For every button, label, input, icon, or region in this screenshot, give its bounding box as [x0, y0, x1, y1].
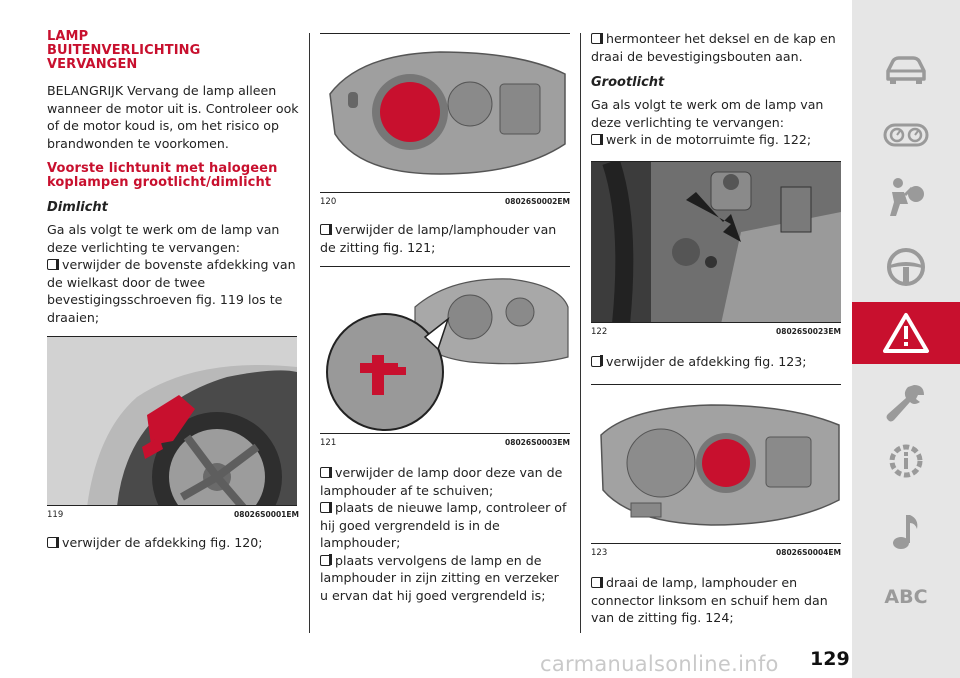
column-divider	[580, 33, 581, 633]
figure-120	[320, 33, 570, 193]
subsection-dimlicht: Dimlicht	[47, 200, 108, 215]
wrench-icon	[886, 385, 924, 422]
sidebar-item-car[interactable]	[852, 38, 960, 100]
figure-code: 08026S0003EM	[505, 438, 570, 447]
technical-data-icon	[889, 444, 923, 478]
figure-code: 08026S0002EM	[505, 197, 570, 206]
figure-119	[47, 336, 297, 506]
step-item: hermonteer het deksel en de kap en draai…	[591, 31, 836, 64]
dashboard-gauges-icon	[883, 123, 929, 147]
step-item: werk in de motorruimte fig. 122;	[591, 131, 841, 149]
checkbox-bullet-icon	[320, 466, 332, 478]
column-1: LAMP BUITENVERLICHTING VERVANGEN BELANGR…	[47, 30, 299, 552]
steering-wheel-icon	[887, 248, 925, 286]
step-item: verwijder de afdekking fig. 123;	[591, 353, 841, 371]
step-item: draai de lamp, lamphouder en connector l…	[591, 575, 828, 625]
step-item: verwijder de lamp/lamphouder van de zitt…	[320, 222, 557, 255]
sidebar-item-dashboard[interactable]	[852, 104, 960, 166]
checkbox-bullet-icon	[320, 223, 332, 235]
figure-code: 08026S0023EM	[776, 326, 841, 336]
checkbox-bullet-icon	[47, 536, 59, 548]
step-item: plaats de nieuwe lamp, controleer of hij…	[320, 500, 567, 550]
column-2: 120 08026S0002EM verwijder de lamp/lampho…	[320, 33, 570, 604]
sidebar-item-maintenance[interactable]	[852, 372, 960, 434]
headlamp-bulb-removal-illustration	[320, 267, 570, 433]
checkbox-bullet-icon	[47, 258, 59, 270]
headlamp-rear-illustration	[320, 34, 570, 192]
figure-number: 121	[320, 438, 337, 448]
checkbox-bullet-icon	[320, 501, 332, 513]
checkbox-bullet-icon	[320, 554, 332, 566]
watermark: carmanualsonline.info	[540, 652, 779, 676]
sidebar-index-label: ABC	[884, 586, 928, 608]
sidebar-item-emergency[interactable]	[852, 302, 960, 364]
figure-number: 120	[320, 197, 337, 207]
figure-number: 122	[591, 326, 608, 337]
car-icon	[886, 56, 926, 84]
important-note: BELANGRIJK Vervang de lamp alleen wannee…	[47, 83, 299, 151]
sidebar-item-technical-data[interactable]	[852, 430, 960, 492]
wheel-arch-illustration	[47, 337, 297, 505]
chapter-sidebar: ABC	[852, 0, 960, 678]
music-note-icon	[893, 515, 918, 549]
checkbox-bullet-icon	[591, 32, 603, 44]
airbag-safety-icon	[890, 178, 924, 216]
figure-code: 08026S0004EM	[776, 548, 841, 557]
page-number: 129	[810, 648, 850, 670]
warning-triangle-icon	[883, 313, 929, 353]
intro-text: Ga als volgt te werk om de lamp van deze…	[591, 97, 824, 130]
checkbox-bullet-icon	[591, 576, 603, 588]
sidebar-item-safety[interactable]	[852, 166, 960, 228]
step-item: verwijder de lamp door deze van de lamph…	[320, 465, 563, 498]
sidebar-item-driving[interactable]	[852, 236, 960, 298]
headlamp-high-beam-illustration	[591, 385, 841, 543]
figure-number: 123	[591, 548, 608, 558]
column-divider	[309, 33, 310, 633]
sidebar-item-multimedia[interactable]	[852, 500, 960, 562]
intro-text: Ga als volgt te werk om de lamp van deze…	[47, 222, 280, 255]
figure-121	[320, 266, 570, 434]
step-item: verwijder de bovenste afdekking van de w…	[47, 257, 296, 325]
subsection-grootlicht: Grootlicht	[591, 75, 665, 90]
figure-123	[591, 384, 841, 544]
page-title: LAMP BUITENVERLICHTING VERVANGEN	[47, 29, 201, 72]
figure-122	[591, 160, 841, 323]
sidebar-item-index[interactable]: ABC	[852, 566, 960, 628]
section-heading: Voorste lichtunit met halogeen koplampen…	[47, 161, 278, 190]
engine-bay-illustration	[591, 161, 841, 322]
checkbox-bullet-icon	[591, 355, 603, 367]
figure-code: 08026S0001EM	[234, 510, 299, 519]
step-item: verwijder de afdekking fig. 120;	[47, 534, 299, 552]
column-3: hermonteer het deksel en de kap en draai…	[591, 30, 841, 627]
figure-number: 119	[47, 510, 64, 520]
checkbox-bullet-icon	[591, 133, 603, 145]
step-item: plaats vervolgens de lamp en de lamphoud…	[320, 552, 559, 603]
